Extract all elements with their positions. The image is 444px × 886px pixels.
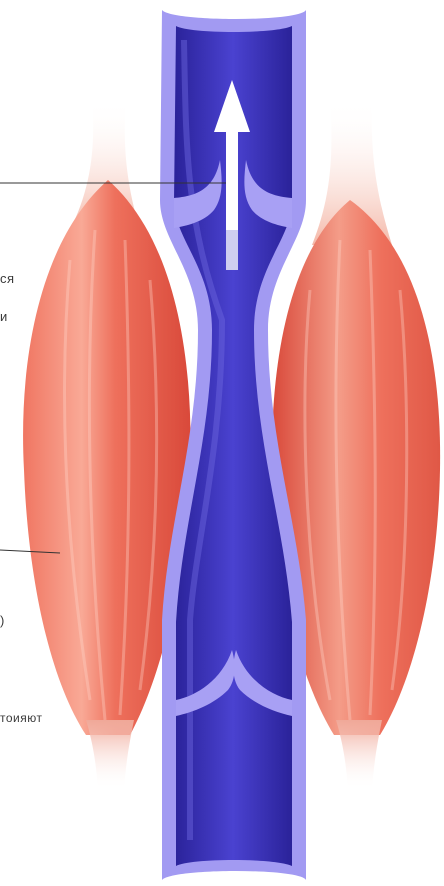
label-fragment-1: ся	[0, 272, 15, 285]
left-muscle-bottom-tendon	[86, 720, 134, 790]
label-fragment-2: и	[0, 310, 8, 323]
label-fragment-4: тоияют	[0, 712, 42, 724]
right-muscle-bottom-tendon	[336, 720, 382, 790]
label-fragment-3: )	[0, 614, 5, 627]
